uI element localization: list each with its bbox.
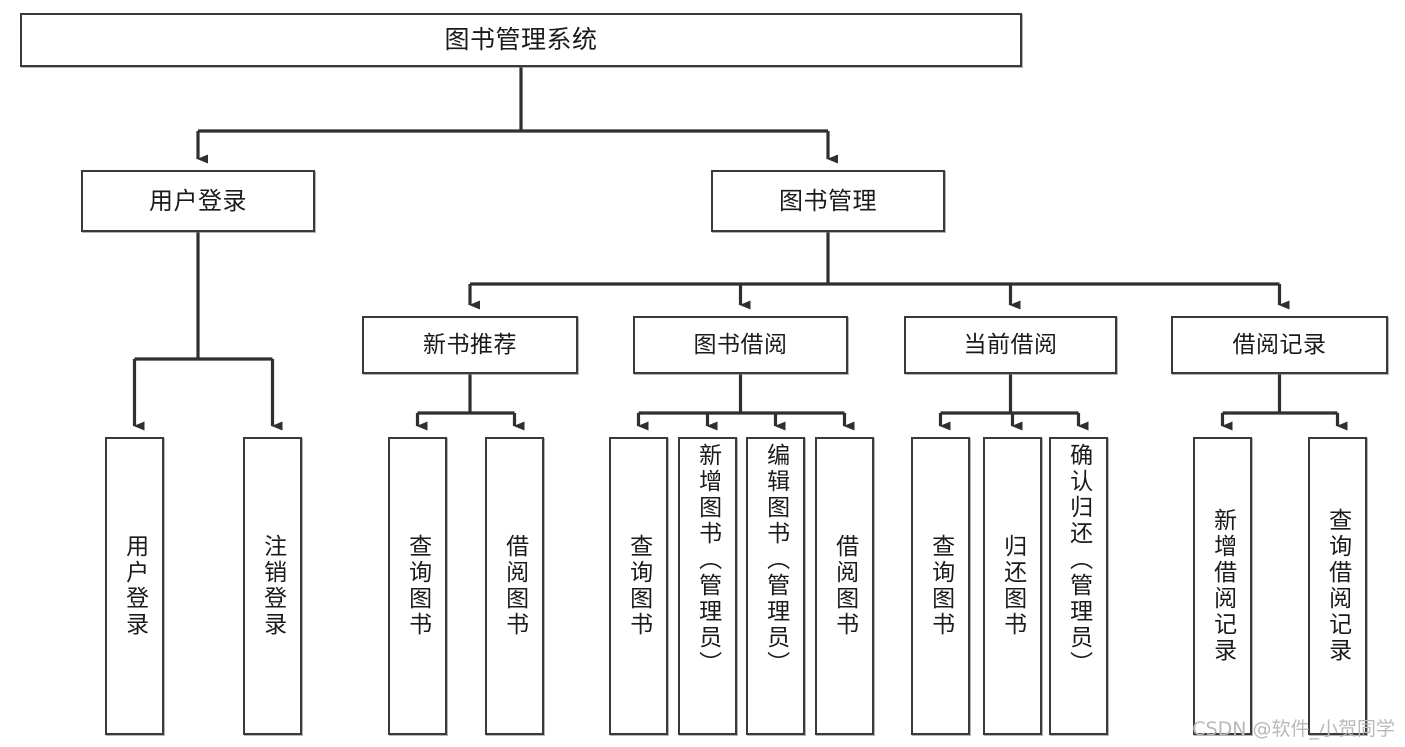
node-label: 新增图书（管理员） bbox=[694, 443, 721, 677]
node-leaf-add-borrow-record[interactable]: 新增借阅记录 bbox=[1193, 437, 1252, 735]
node-user-login[interactable]: 用户登录 bbox=[81, 170, 315, 232]
node-leaf-add-book-admin[interactable]: 新增图书（管理员） bbox=[678, 437, 737, 735]
node-leaf-query-book-current[interactable]: 查询图书 bbox=[911, 437, 970, 735]
node-label: 图书管理系统 bbox=[444, 25, 598, 55]
node-label: 查询图书 bbox=[625, 534, 652, 638]
node-label: 查询图书 bbox=[404, 534, 431, 638]
node-label: 借阅图书 bbox=[831, 534, 858, 638]
node-leaf-return-book[interactable]: 归还图书 bbox=[983, 437, 1042, 735]
node-label: 用户登录 bbox=[149, 187, 247, 215]
node-label: 查询图书 bbox=[927, 534, 954, 638]
node-book-borrow[interactable]: 图书借阅 bbox=[633, 316, 848, 374]
node-book-management[interactable]: 图书管理 bbox=[711, 170, 945, 232]
node-leaf-user-login[interactable]: 用户登录 bbox=[105, 437, 164, 735]
node-current-borrow[interactable]: 当前借阅 bbox=[904, 316, 1117, 374]
node-label: 借阅记录 bbox=[1232, 331, 1327, 358]
node-label: 确认归还（管理员） bbox=[1065, 443, 1092, 677]
node-label: 新书推荐 bbox=[423, 331, 517, 358]
node-label: 图书借阅 bbox=[693, 331, 788, 358]
node-label: 图书管理 bbox=[779, 187, 877, 215]
node-label: 归还图书 bbox=[999, 534, 1026, 638]
csdn-watermark: CSDN @软件_小贺同学 bbox=[1192, 718, 1395, 740]
node-label: 编辑图书（管理员） bbox=[762, 443, 789, 677]
node-leaf-query-book-recommend[interactable]: 查询图书 bbox=[388, 437, 447, 735]
node-label: 注销登录 bbox=[259, 534, 286, 638]
node-root-root[interactable]: 图书管理系统 bbox=[20, 13, 1022, 67]
node-label: 用户登录 bbox=[121, 534, 148, 638]
node-leaf-borrow-book-recommend[interactable]: 借阅图书 bbox=[485, 437, 544, 735]
node-leaf-logout-login[interactable]: 注销登录 bbox=[243, 437, 302, 735]
node-new-book-recommend[interactable]: 新书推荐 bbox=[362, 316, 578, 374]
node-label: 新增借阅记录 bbox=[1209, 508, 1236, 664]
node-label: 借阅图书 bbox=[501, 534, 528, 638]
node-label: 查询借阅记录 bbox=[1324, 508, 1351, 664]
node-leaf-edit-book-admin[interactable]: 编辑图书（管理员） bbox=[746, 437, 805, 735]
node-leaf-confirm-return-admin[interactable]: 确认归还（管理员） bbox=[1049, 437, 1108, 735]
node-label: 当前借阅 bbox=[963, 331, 1058, 358]
node-leaf-query-book-borrow[interactable]: 查询图书 bbox=[609, 437, 668, 735]
node-leaf-borrow-book[interactable]: 借阅图书 bbox=[815, 437, 874, 735]
node-borrow-record[interactable]: 借阅记录 bbox=[1171, 316, 1388, 374]
node-leaf-query-borrow-record[interactable]: 查询借阅记录 bbox=[1308, 437, 1367, 735]
